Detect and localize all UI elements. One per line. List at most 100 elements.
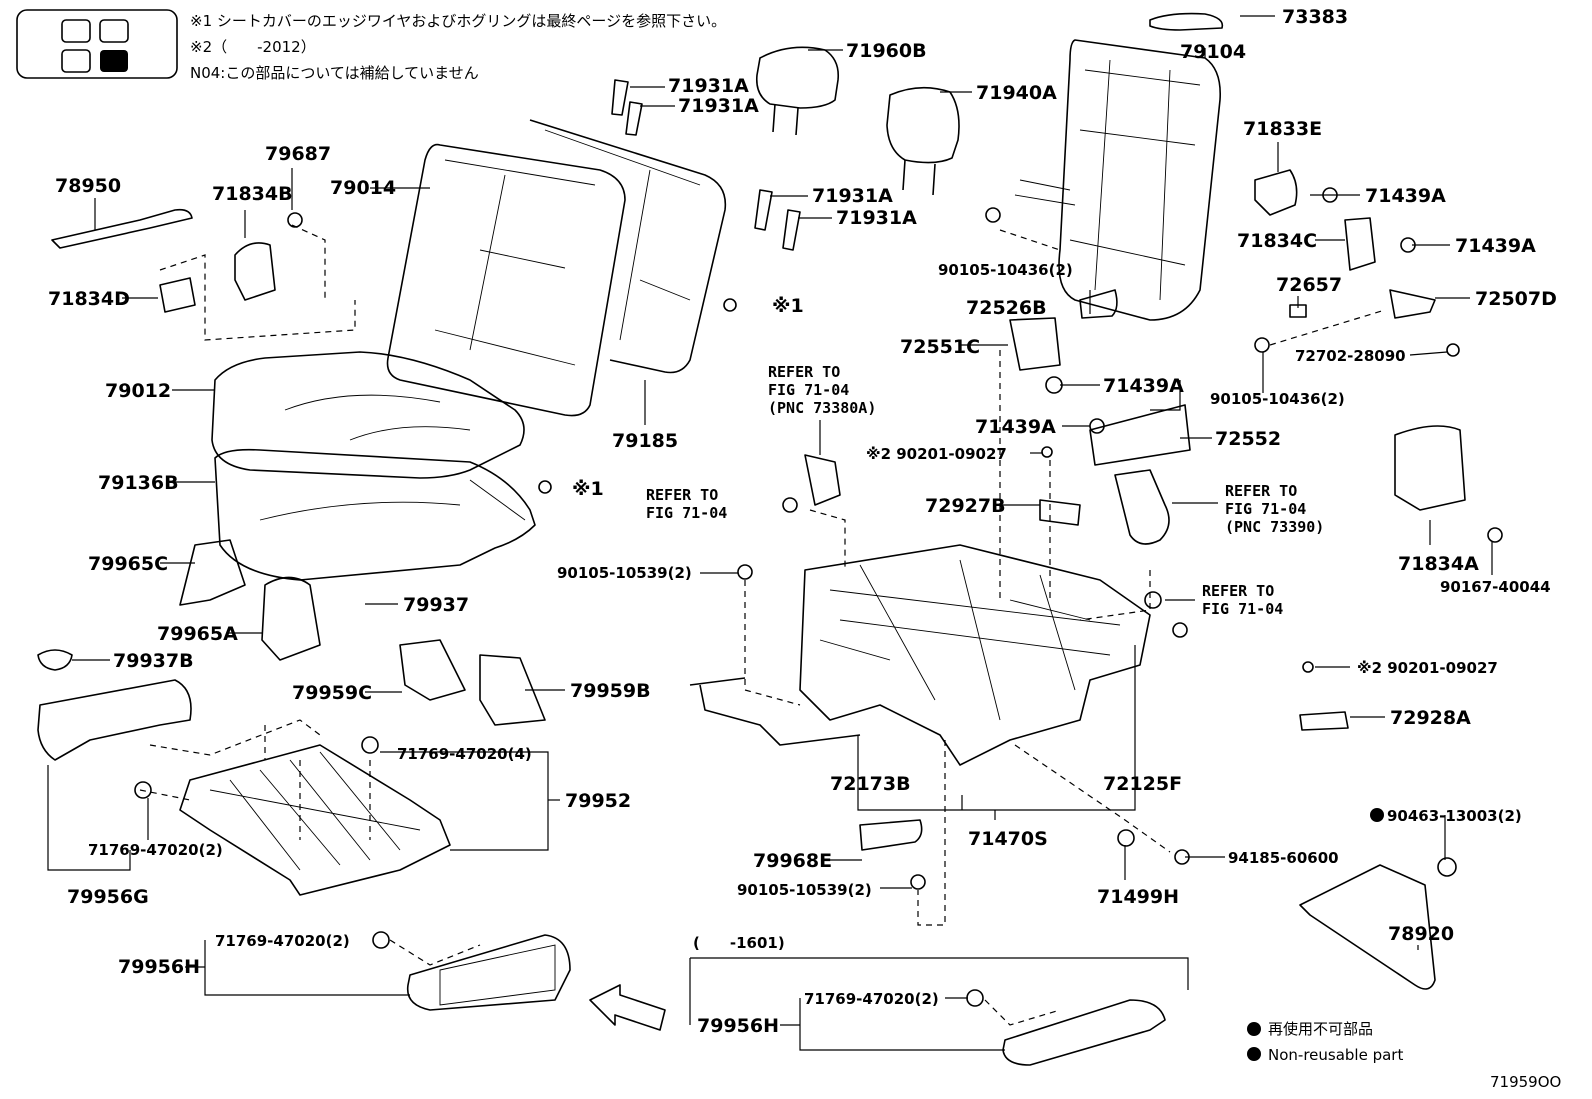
label-90105-10539-a: 90105-10539(2) [557,564,692,582]
seat-cushion-79012-drawing [211,351,525,479]
dashed-lines [139,224,1386,1026]
label-71439A-3: 71439A [1103,375,1184,397]
label-72551C: 72551C [900,336,980,358]
label-79136B: 79136B [98,472,179,494]
label-72657: 72657 [1276,274,1342,296]
legend-en: Non-reusable part [1268,1046,1403,1064]
label-90201-09027-a: ※2 90201-09027 [866,445,1007,463]
refer-b-line2: FIG 71-04 [646,504,727,522]
refer-c-line3: (PNC 73390) [1225,518,1324,536]
label-72927B: 72927B [925,495,1006,517]
label-90105-10436-a: 90105-10436(2) [938,261,1073,279]
note-line-3: N04:この部品については補給していません [190,64,479,82]
label-79956H-a: 79956H [118,956,200,978]
label-79014: 79014 [330,177,396,199]
label-79952: 79952 [565,790,631,812]
label-72125F: 72125F [1103,773,1182,795]
label-90463-13003: 90463-13003(2) [1387,807,1522,825]
label-71769-47020-2b: 71769-47020(2) [215,932,350,950]
label-90105-10539-b: 90105-10539(2) [737,881,872,899]
label-71960B: 71960B [846,40,927,62]
label-90105-10436-b: 90105-10436(2) [1210,390,1345,408]
label-range-1601: ( -1601) [693,934,785,952]
label-79956H-b: 79956H [697,1015,779,1037]
label-79104: 79104 [1180,41,1246,63]
fastener-drawings [134,187,1503,1007]
label-71439A-1: 71439A [1365,185,1446,207]
seat-position-icon [16,9,178,79]
legend-mark-jp [1247,1022,1261,1036]
label-71834D: 71834D [48,288,130,310]
figure-code: 71959OO [1490,1073,1561,1091]
label-79965C: 79965C [88,553,168,575]
seat-pad-79136B-drawing [214,448,536,581]
label-79968E: 79968E [753,850,832,872]
non-reusable-mark [1370,808,1384,822]
label-78920: 78920 [1388,923,1454,945]
refer-c-line1: REFER TO [1225,482,1297,500]
refer-d-line1: REFER TO [1202,582,1274,600]
label-71439A-2: 71439A [1455,235,1536,257]
headrest-71960B-drawing [755,46,840,136]
label-79956G: 79956G [67,886,149,908]
label-79937B: 79937B [113,650,194,672]
label-71931A-1: 71931A [668,75,749,97]
label-71931A-2: 71931A [678,95,759,117]
legend-jp: 再使用不可部品 [1268,1020,1373,1038]
refer-b-line1: REFER TO [646,486,718,504]
label-79959C: 79959C [292,682,372,704]
refer-a-line2: FIG 71-04 [768,381,849,399]
legend-mark-en [1247,1047,1261,1061]
label-72702-28090: 72702-28090 [1295,347,1406,365]
label-94185-60600: 94185-60600 [1228,849,1339,867]
label-72526B: 72526B [966,297,1047,319]
label-79959B: 79959B [570,680,651,702]
label-71931A-4: 71931A [836,207,917,229]
label-star1-a: ※1 [772,295,804,317]
label-79965A: 79965A [157,623,238,645]
label-71834B: 71834B [212,183,293,205]
refer-d-line2: FIG 71-04 [1202,600,1283,618]
label-78950: 78950 [55,175,121,197]
label-star1-b: ※1 [572,478,604,500]
side-cover-79956G-drawing [37,679,192,761]
leader-lines [47,15,1493,1051]
label-79937: 79937 [403,594,469,616]
seat-frame-71470S-drawing [799,544,1151,766]
label-90167-40044: 90167-40044 [1440,578,1551,596]
label-71769-47020-4: 71769-47020(4) [397,745,532,763]
small-parts-drawings [37,169,1466,990]
refer-c-line2: FIG 71-04 [1225,500,1306,518]
part-labels: 73383 79104 71960B 71940A 71931A 71931A … [48,6,1557,1037]
label-72552: 72552 [1215,428,1281,450]
label-71834A: 71834A [1398,553,1479,575]
label-72173B: 72173B [830,773,911,795]
lower-cover-79952-drawing [179,744,451,896]
note-line-2: ※2（ -2012） [190,38,316,56]
direction-arrow [589,984,666,1031]
label-71931A-3: 71931A [812,185,893,207]
label-79185: 79185 [612,430,678,452]
headrest-support-71931A-drawings [611,79,801,251]
label-79687: 79687 [265,143,331,165]
seatback-cover-79014-drawing [386,119,727,417]
label-71834C: 71834C [1237,230,1317,252]
label-71833E: 71833E [1243,118,1322,140]
label-90201-09027-b: ※2 90201-09027 [1357,659,1498,677]
label-71940A: 71940A [976,82,1057,104]
label-71499H: 71499H [1097,886,1179,908]
label-79012: 79012 [105,380,171,402]
seatback-frame-79104-drawing [1014,12,1224,321]
label-72928A: 72928A [1390,707,1471,729]
refer-a-line1: REFER TO [768,363,840,381]
label-71769-47020-2c: 71769-47020(2) [804,990,939,1008]
side-cover-79956H-b-drawing [1002,999,1166,1066]
headrest-71940A-drawing [886,86,960,196]
label-72507D: 72507D [1475,288,1557,310]
side-cover-79956H-a-drawing [406,934,571,1011]
rod-72173B-drawing [689,677,861,746]
note-line-1: ※1 シートカバーのエッジワイヤおよびホグリングは最終ページを参照下さい。 [190,12,726,30]
label-71470S: 71470S [968,828,1048,850]
label-73383: 73383 [1282,6,1348,28]
